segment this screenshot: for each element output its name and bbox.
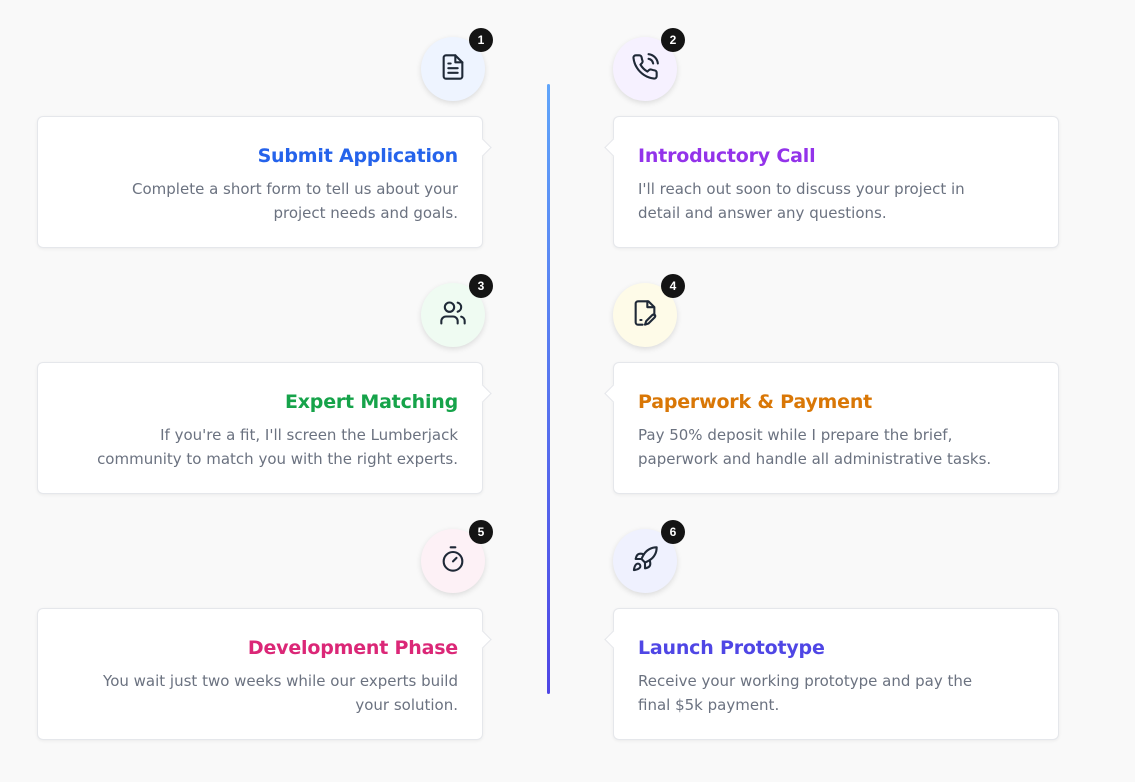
- step-title: Introductory Call: [638, 145, 816, 167]
- card-pointer: [473, 630, 492, 649]
- step-number-badge: 5: [469, 520, 493, 544]
- card-pointer: [473, 138, 492, 157]
- step-2-icon-circle: 2: [613, 28, 685, 101]
- step-description: Receive your working prototype and pay t…: [638, 672, 973, 714]
- step-card-development-phase: Development Phase You wait just two week…: [37, 608, 492, 740]
- step-number-badge: 4: [661, 274, 685, 298]
- step-title: Development Phase: [247, 637, 458, 659]
- card-pointer: [604, 384, 623, 403]
- step-card-submit-application: Submit Application Complete a short form…: [37, 116, 492, 248]
- phone-call-icon: [631, 52, 659, 86]
- step-card-introductory-call: Introductory Call I'll reach out soon to…: [604, 116, 1059, 248]
- document-icon: [439, 53, 467, 86]
- step-description: Pay 50% deposit while I prepare the brie…: [638, 426, 992, 468]
- rocket-icon: [631, 545, 659, 578]
- step-4-icon-circle: 4: [613, 274, 685, 347]
- step-title: Paperwork & Payment: [638, 391, 873, 413]
- step-title: Expert Matching: [284, 391, 458, 413]
- step-card-expert-matching: Expert Matching If you're a fit, I'll sc…: [37, 362, 492, 494]
- step-number-badge: 6: [661, 520, 685, 544]
- step-description: You wait just two weeks while our expert…: [103, 672, 458, 714]
- file-signature-icon: [631, 299, 659, 332]
- step-card-paperwork-payment: Paperwork & Payment Pay 50% deposit whil…: [604, 362, 1059, 494]
- step-title: Launch Prototype: [638, 637, 825, 659]
- step-3-icon-circle: 3: [421, 274, 493, 347]
- step-6-icon-circle: 6: [613, 520, 685, 593]
- step-5-icon-circle: 5: [421, 520, 493, 593]
- step-number-badge: 3: [469, 274, 493, 298]
- timeline-line: [547, 84, 550, 694]
- step-description: Complete a short form to tell us about y…: [132, 180, 458, 222]
- users-icon: [439, 299, 467, 332]
- step-card-launch-prototype: Launch Prototype Receive your working pr…: [604, 608, 1059, 740]
- step-description: I'll reach out soon to discuss your proj…: [638, 180, 965, 222]
- card-pointer: [604, 138, 623, 157]
- card-pointer: [604, 630, 623, 649]
- step-number-badge: 1: [469, 28, 493, 52]
- step-description: If you're a fit, I'll screen the Lumberj…: [97, 426, 458, 468]
- step-number-badge: 2: [661, 28, 685, 52]
- step-1-icon-circle: 1: [421, 28, 493, 101]
- timer-icon: [439, 545, 467, 578]
- step-title: Submit Application: [257, 145, 459, 167]
- card-pointer: [473, 384, 492, 403]
